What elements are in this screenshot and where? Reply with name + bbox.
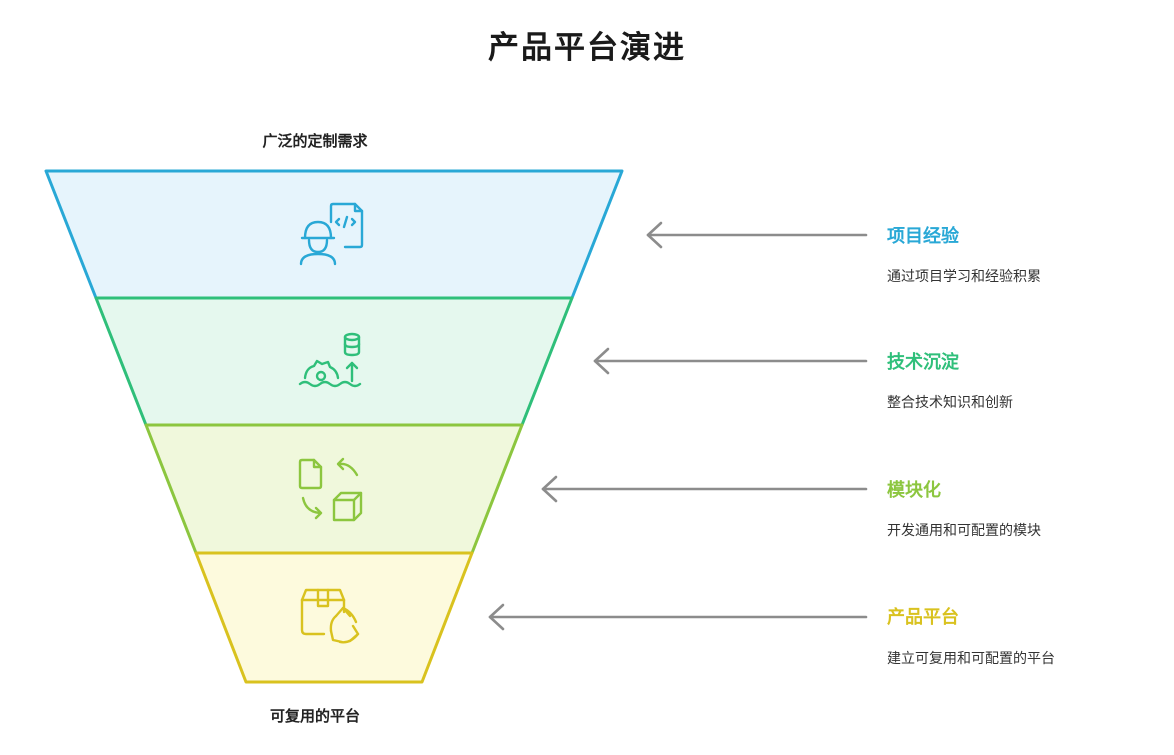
arrow-stage-2 xyxy=(593,347,868,375)
developer-icon xyxy=(299,202,364,266)
arrow-stage-3 xyxy=(541,475,868,503)
page-title: 产品平台演进 xyxy=(488,30,686,66)
stage-2-desc: 整合技术知识和创新 xyxy=(887,395,1013,411)
tech-deposit-icon xyxy=(298,332,362,388)
modular-exchange-icon xyxy=(298,457,363,522)
stage-3-desc: 开发通用和可配置的模块 xyxy=(887,523,1041,539)
stage-1-desc: 通过项目学习和经验积累 xyxy=(887,269,1041,285)
stage-2-title: 技术沉淀 xyxy=(887,352,959,373)
arrow-stage-4 xyxy=(488,603,868,631)
funnel-top-label: 广泛的定制需求 xyxy=(262,132,368,150)
funnel-bottom-label: 可复用的平台 xyxy=(269,707,360,725)
funnel-stage-3 xyxy=(144,423,524,555)
stage-3-title: 模块化 xyxy=(887,480,941,501)
stage-4-desc: 建立可复用和可配置的平台 xyxy=(887,651,1055,667)
funnel-stage-2 xyxy=(94,296,574,427)
stage-1-title: 项目经验 xyxy=(887,226,959,247)
funnel-stage-1 xyxy=(44,169,624,300)
stage-4-title: 产品平台 xyxy=(887,607,959,628)
recycle-box-icon xyxy=(300,588,360,644)
arrow-stage-1 xyxy=(646,221,868,249)
